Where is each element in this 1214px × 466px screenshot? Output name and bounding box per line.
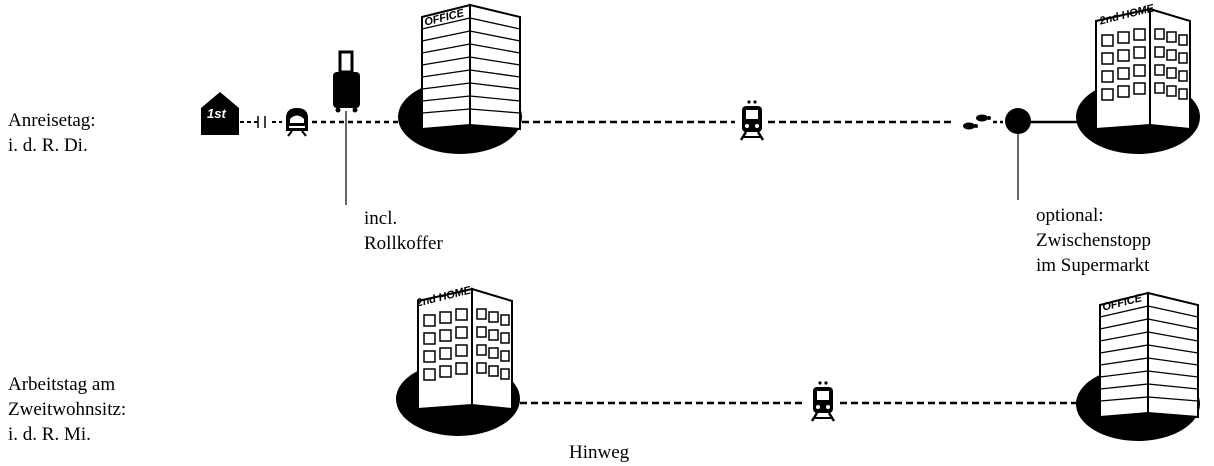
note-line: Rollkoffer [364, 233, 443, 254]
row-label-line: Arbeitstag am [8, 374, 116, 395]
note-line: incl. [364, 208, 398, 229]
row-label-line: i. d. R. Mi. [8, 424, 91, 445]
tram-icon [810, 380, 836, 423]
note-line: optional: [1036, 205, 1104, 226]
row-label-line: Zweitwohnsitz: [8, 399, 127, 420]
row-label-line: i. d. R. Di. [8, 135, 88, 156]
apartment-building [1095, 8, 1191, 130]
house-icon [201, 92, 239, 135]
row-1-route [201, 4, 1200, 205]
stop-dot-icon [1005, 108, 1031, 200]
footsteps-icon [963, 114, 991, 130]
row-label: Arbeitstag am Zweitwohnsitz: i. d. R. Mi… [8, 372, 126, 447]
suitcase-icon [333, 50, 360, 205]
stop-note: optional: Zwischenstopp im Supermarkt [1036, 203, 1151, 278]
luggage-note: incl. Rollkoffer [364, 206, 443, 256]
row-label: Anreisetag: i. d. R. Di. [8, 108, 96, 158]
row-2-route [396, 288, 1200, 441]
note-line: im Supermarkt [1036, 255, 1150, 276]
home-sign: 1st [207, 106, 226, 121]
tram-icon [739, 99, 765, 142]
row-label-line: Anreisetag: [8, 110, 96, 131]
route-caption: Hinweg [569, 442, 630, 463]
note-line: Zwischenstopp [1036, 230, 1152, 251]
train-icon [286, 108, 308, 137]
